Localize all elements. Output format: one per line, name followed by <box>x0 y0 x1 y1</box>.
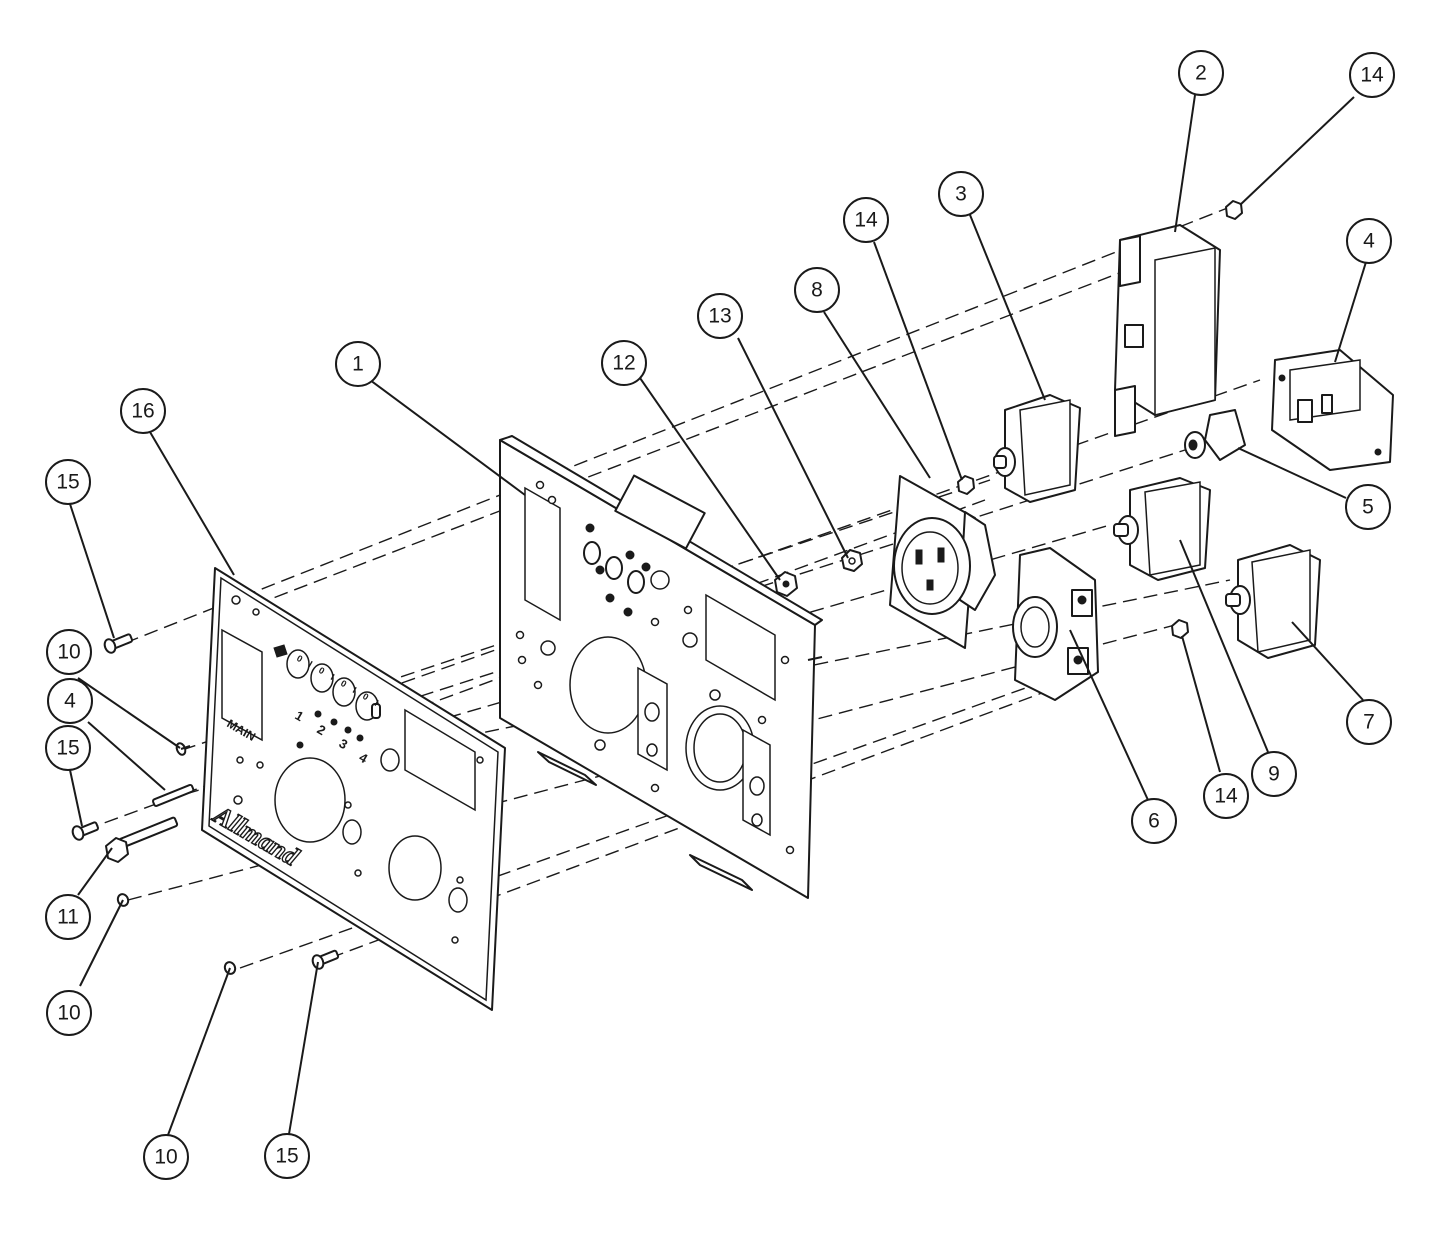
callout-1: 1 <box>335 341 381 387</box>
push-button <box>1184 409 1246 461</box>
svg-text:11: 11 <box>57 906 79 929</box>
breaker-7 <box>1225 544 1321 659</box>
switch-mark: 0 <box>295 653 304 664</box>
callout-14: 14 <box>1203 773 1249 819</box>
svg-text:16: 16 <box>131 400 154 423</box>
svg-text:1: 1 <box>352 353 364 376</box>
svg-text:4: 4 <box>64 690 76 713</box>
callout-8: 8 <box>794 267 840 313</box>
nuts <box>774 200 1243 639</box>
svg-text:13: 13 <box>708 305 731 328</box>
svg-text:5: 5 <box>1362 496 1374 519</box>
svg-text:8: 8 <box>811 279 823 302</box>
switch-mark: I <box>307 659 314 669</box>
svg-text:15: 15 <box>56 737 79 760</box>
svg-text:3: 3 <box>955 183 967 206</box>
callout-13: 13 <box>697 293 743 339</box>
main-breaker <box>1114 224 1221 437</box>
circuit-breakers <box>993 394 1321 659</box>
callout-2: 2 <box>1178 50 1224 96</box>
callout-7: 7 <box>1346 699 1392 745</box>
callout-12: 12 <box>601 340 647 386</box>
breaker-9 <box>1113 477 1211 581</box>
switch-mark: I <box>329 672 336 682</box>
svg-text:14: 14 <box>854 209 878 232</box>
callout-14: 14 <box>1349 52 1395 98</box>
svg-text:10: 10 <box>154 1146 177 1169</box>
callout-3: 3 <box>938 171 984 217</box>
gfci-receptacle <box>1271 349 1394 471</box>
svg-text:4: 4 <box>1363 230 1375 253</box>
receptacle-30a <box>889 475 996 649</box>
callout-6: 6 <box>1131 798 1177 844</box>
svg-text:7: 7 <box>1363 711 1375 734</box>
callout-4: 4 <box>1346 218 1392 264</box>
svg-text:14: 14 <box>1360 64 1384 87</box>
svg-text:10: 10 <box>57 1002 80 1025</box>
callout-15: 15 <box>45 725 91 771</box>
callout-15: 15 <box>45 459 91 505</box>
front-decal-panel: 0 I 0 I 0 I 0 I 1 2 3 4 MAIN Allmand <box>201 567 506 1011</box>
leader-lines <box>69 94 1367 1136</box>
panel-toggle-switches <box>583 474 706 617</box>
switch-mark: I <box>351 685 358 695</box>
callout-5: 5 <box>1345 484 1391 530</box>
switch-mark: I <box>373 698 380 708</box>
svg-text:6: 6 <box>1148 810 1160 833</box>
switch-mark: 0 <box>361 691 370 702</box>
svg-text:15: 15 <box>275 1145 298 1168</box>
svg-text:12: 12 <box>612 352 635 375</box>
svg-text:15: 15 <box>56 471 79 494</box>
back-panel <box>499 435 823 899</box>
callout-4: 4 <box>47 678 93 724</box>
switch-mark: 0 <box>339 678 348 689</box>
callout-16: 16 <box>120 388 166 434</box>
svg-text:14: 14 <box>1214 785 1238 808</box>
callout-9: 9 <box>1251 751 1297 797</box>
svg-text:10: 10 <box>57 641 80 664</box>
callout-10: 10 <box>46 990 92 1036</box>
breaker-3 <box>993 394 1081 503</box>
svg-text:9: 9 <box>1268 763 1280 786</box>
callout-10: 10 <box>46 629 92 675</box>
callout-14: 14 <box>843 197 889 243</box>
callout-11: 11 <box>45 894 91 940</box>
svg-text:2: 2 <box>1195 62 1207 85</box>
callouts: 1 2 3 4 4 5 6 7 8 9 10 10 10 11 12 13 14… <box>45 50 1395 1180</box>
twist-lock-receptacle <box>1012 547 1099 701</box>
switch-mark: 0 <box>317 665 326 676</box>
callout-10: 10 <box>143 1134 189 1180</box>
callout-15: 15 <box>264 1133 310 1179</box>
